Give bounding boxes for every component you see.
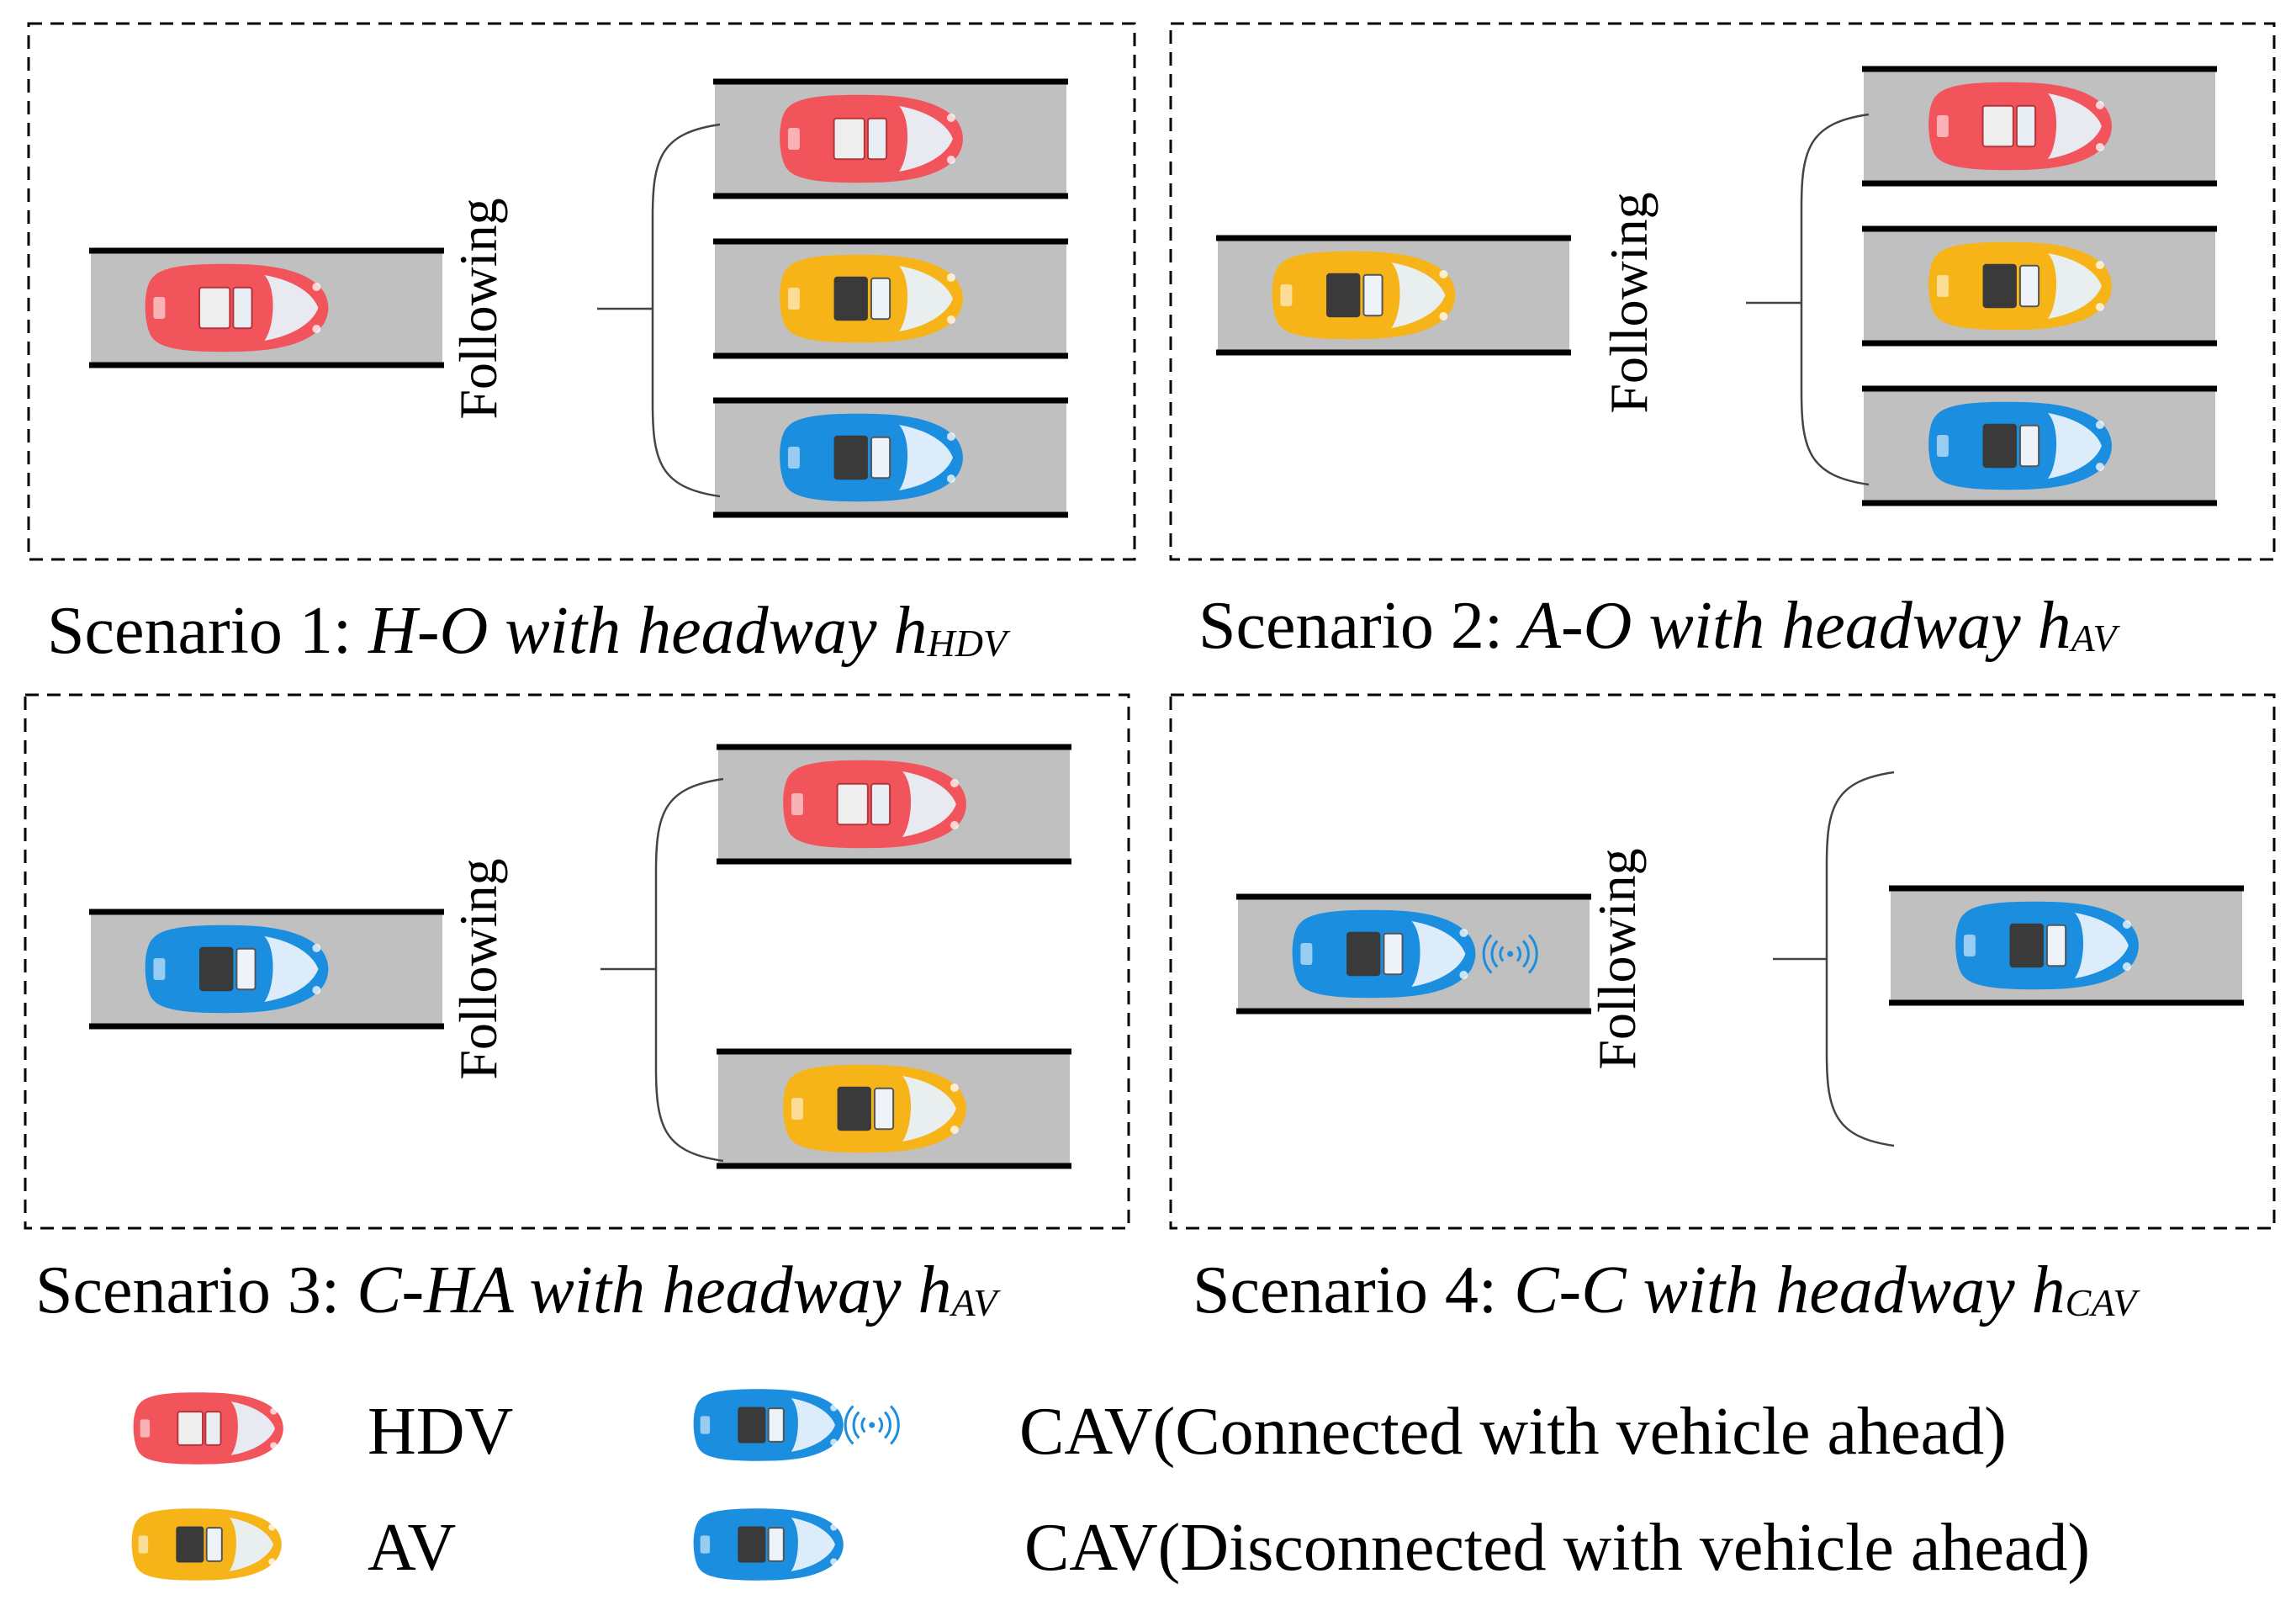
scenario-4-leader-car-sensor	[1346, 931, 1381, 977]
scenario-4-leader-car	[1292, 909, 1538, 999]
legend-cav-disconnected-car-sensor	[738, 1526, 766, 1563]
scenario-1-leader-car-window	[198, 286, 231, 330]
scenario-2-leader-car	[1272, 251, 1456, 340]
scenario-2-follower-car-2-windshield	[2018, 264, 2040, 308]
scenario-1-follower-car-1	[780, 94, 963, 183]
legend-cav-connected-car-signal-wave-left-1	[852, 1411, 860, 1439]
legend-hdv-car-window	[177, 1411, 204, 1446]
scenario-3-follower-car-1-windshield	[870, 782, 891, 826]
scenario-2-leader-car-windshield	[1362, 273, 1383, 317]
scenario-caption-3: Scenario 3: C-HA with headway hAV	[35, 1253, 997, 1327]
legend-cav-connected-car-sensor	[738, 1407, 766, 1444]
scenario-1-follower-car-3-sensor	[833, 435, 868, 480]
scenario-2-follower-car-3-windshield	[2018, 424, 2040, 468]
scenario-4-following-label: Following	[1587, 848, 1647, 1069]
legend-cav-disconnected-car-windshield	[767, 1527, 785, 1562]
legend-av-car-windshield	[205, 1527, 223, 1562]
legend-hdv-car-windshield	[204, 1411, 222, 1446]
legend-cav-connected-label: CAV(Connected with vehicle ahead)	[1019, 1395, 2007, 1469]
scenario-1-leader-car	[145, 263, 329, 352]
scenario-1-follower-car-3	[780, 413, 963, 502]
scenario-caption-2: Scenario 2: A-O with headway hAV	[1198, 589, 2117, 663]
scenario-2-following-label: Following	[1599, 192, 1659, 413]
scenario-4-leader-car-signal-wave-right-1	[1521, 940, 1530, 968]
scenario-3-follower-car-1	[783, 760, 966, 849]
legend-cav-disconnected-label: CAV(Disconnected with vehicle ahead)	[1024, 1511, 2090, 1585]
scenario-2-follower-car-2-sensor	[1982, 263, 2017, 309]
scenario-1-following-label: Following	[448, 198, 508, 419]
legend-hdv-label: HDV	[368, 1395, 514, 1469]
legend-cav-connected-car-signal-wave-left-0	[860, 1417, 866, 1433]
scenario-frame-3	[24, 693, 1130, 1230]
legend-hdv-car	[133, 1392, 283, 1465]
scenario-3-follower-car-2-sensor	[837, 1086, 871, 1131]
scenario-1-follower-car-3-windshield	[870, 436, 891, 479]
scenario-1-follower-car-1-window	[833, 117, 865, 161]
scenario-4-follower-car-1	[1955, 901, 2139, 990]
scenario-4-follower-car-1-windshield	[2045, 924, 2067, 967]
scenario-3-follower-car-2-windshield	[873, 1087, 895, 1131]
legend-cav-disconnected-car	[693, 1508, 844, 1581]
scenario-3-leader-car	[145, 925, 329, 1014]
scenario-caption-4: Scenario 4: C-C with headway hCAV	[1193, 1253, 2137, 1327]
scenario-frame-4	[1169, 693, 2276, 1230]
scenario-4-leader-car-signal-wave-left-2	[1482, 934, 1493, 974]
scenario-4-leader-car-signal-wave-left-0	[1499, 946, 1505, 962]
scenario-1-follower-car-2-sensor	[833, 276, 868, 321]
legend-cav-connected-car-signal-wave-left-2	[844, 1405, 854, 1445]
scenario-2-connector-brace	[1800, 113, 1870, 486]
scenario-4-leader-car-signal-wave-left-1	[1490, 940, 1499, 968]
scenario-4-leader-car-signal-wave-right-0	[1516, 946, 1521, 962]
scenario-1-leader-car-windshield	[232, 286, 253, 330]
scenario-3-follower-car-2	[783, 1064, 966, 1153]
legend-cav-connected-car-signal-wave-right-2	[890, 1405, 900, 1445]
legend-av-car	[131, 1508, 282, 1581]
scenario-3-connector-brace	[654, 777, 724, 1163]
legend-cav-connected-car-windshield	[767, 1407, 785, 1443]
scenario-4-follower-car-1-sensor	[2009, 923, 2044, 968]
legend-cav-connected-car-signal-wave-right-0	[877, 1417, 883, 1433]
scenario-2-follower-car-2	[1928, 241, 2112, 331]
legend-cav-connected-car-signal-dot	[869, 1422, 876, 1428]
scenario-4-leader-car-windshield	[1383, 932, 1404, 976]
scenario-2-follower-car-3	[1928, 401, 2112, 490]
scenario-3-following-label: Following	[448, 858, 508, 1079]
scenario-2-follower-car-1-window	[1981, 104, 2014, 148]
scenario-3-leader-car-sensor	[199, 946, 234, 992]
scenario-1-follower-car-2	[780, 254, 963, 343]
legend-cav-connected-car-signal-wave-right-1	[884, 1411, 891, 1439]
scenario-1-follower-car-2-windshield	[870, 277, 891, 321]
scenario-1-follower-car-1-windshield	[866, 117, 888, 161]
legend-cav-connected-car	[693, 1389, 900, 1461]
scenario-4-connector-brace	[1825, 771, 1895, 1147]
scenario-2-leader-car-sensor	[1326, 273, 1361, 318]
legend-av-label: AV	[368, 1511, 457, 1585]
scenario-frame-1	[27, 22, 1136, 561]
scenario-1-connector-brace	[651, 123, 721, 498]
scenario-4-leader-car-signal-wave-right-2	[1527, 934, 1538, 974]
scenario-2-follower-car-3-sensor	[1982, 423, 2017, 469]
legend-av-car-sensor	[176, 1526, 204, 1563]
scenario-2-follower-car-1-windshield	[2015, 104, 2037, 148]
scenario-3-leader-car-windshield	[235, 947, 257, 991]
scenario-2-follower-car-1	[1928, 82, 2112, 171]
scenario-3-follower-car-1-window	[836, 782, 869, 826]
scenario-caption-1: Scenario 1: H-O with headway hHDV	[47, 594, 1008, 668]
scenario-frame-2	[1169, 22, 2276, 561]
scenario-4-leader-car-signal-dot	[1507, 951, 1514, 957]
